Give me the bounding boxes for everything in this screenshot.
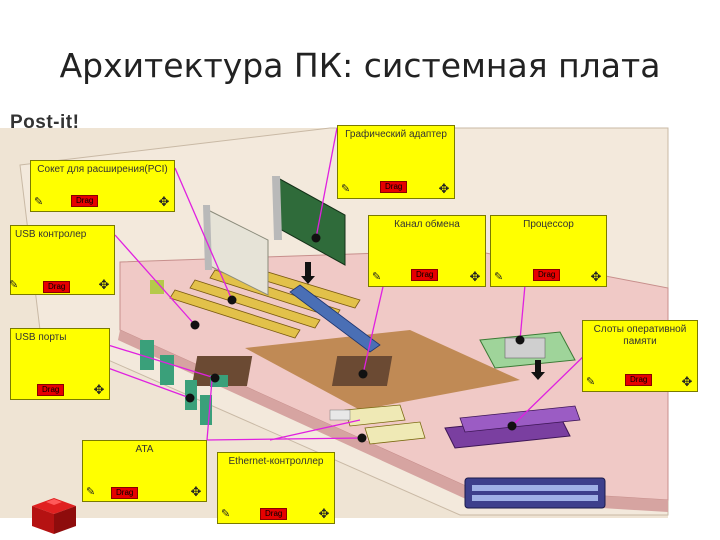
drag-button[interactable]: Drag xyxy=(71,195,99,207)
note-label: Слоты оперативной памяти xyxy=(593,324,687,347)
pushpin-icon[interactable]: ✎ xyxy=(372,271,382,283)
drag-button[interactable]: Drag xyxy=(533,269,561,281)
usb-controller-chip xyxy=(150,280,164,294)
brand-logo-text: Post-it! xyxy=(10,112,80,133)
note-label: Ethernet-контроллер xyxy=(228,456,324,467)
drag-button[interactable]: Drag xyxy=(380,181,408,193)
arrow-down-icon xyxy=(301,262,315,284)
move-icon[interactable]: ✥ xyxy=(93,382,105,397)
move-icon[interactable]: ✥ xyxy=(190,484,202,499)
move-icon[interactable]: ✥ xyxy=(98,277,110,292)
note-processor[interactable]: Процессор Drag ✎ ✥ xyxy=(490,215,607,287)
move-icon[interactable]: ✥ xyxy=(590,269,602,284)
move-icon[interactable]: ✥ xyxy=(318,506,330,521)
pushpin-icon[interactable]: ✎ xyxy=(86,486,96,498)
arrow-down-icon xyxy=(531,360,545,380)
note-ata[interactable]: ATA Drag ✎ ✥ xyxy=(82,440,207,502)
northbridge xyxy=(191,356,253,386)
ata-connector-1 xyxy=(344,404,406,427)
move-icon[interactable]: ✥ xyxy=(681,374,693,389)
note-label: USB порты xyxy=(15,332,67,343)
drag-button[interactable]: Drag xyxy=(37,384,65,396)
note-exchange-channel[interactable]: Канал обмена Drag ✎ ✥ xyxy=(368,215,486,287)
channel-chip xyxy=(329,409,351,421)
note-graphics-adapter[interactable]: Графический адаптер Drag ✎ ✥ xyxy=(337,125,455,199)
red-block-mascot xyxy=(32,498,76,534)
note-usb-controller[interactable]: USB контролер Drag ✎ ✥ xyxy=(9,225,115,295)
cpu-chip xyxy=(504,337,546,359)
pushpin-icon[interactable]: ✎ xyxy=(341,183,351,195)
note-ram-slots[interactable]: Слоты оперативной памяти Drag ✎ ✥ xyxy=(582,320,698,392)
drag-button[interactable]: Drag xyxy=(411,269,439,281)
pushpin-icon[interactable]: ✎ xyxy=(34,196,44,208)
pushpin-icon[interactable]: ✎ xyxy=(9,279,19,291)
note-label: Сокет для расширения(PCI) xyxy=(37,164,168,175)
note-label: Графический адаптер xyxy=(345,129,447,140)
move-icon[interactable]: ✥ xyxy=(438,181,450,196)
drag-button[interactable]: Drag xyxy=(625,374,653,386)
note-label: ATA xyxy=(135,444,154,455)
pushpin-icon[interactable]: ✎ xyxy=(494,271,504,283)
graphics-bracket xyxy=(272,176,282,240)
note-label: Канал обмена xyxy=(394,219,460,230)
ata-connector-2 xyxy=(364,421,426,445)
slide-title: Архитектура ПК: системная плата xyxy=(59,46,661,85)
pushpin-icon[interactable]: ✎ xyxy=(221,508,231,520)
note-pci-socket[interactable]: Сокет для расширения(PCI) Drag ✎ ✥ xyxy=(30,160,175,212)
target-dots xyxy=(185,233,525,443)
drag-button[interactable]: Drag xyxy=(111,487,139,499)
move-icon[interactable]: ✥ xyxy=(469,269,481,284)
note-usb-ports[interactable]: USB порты Drag ✥ xyxy=(10,328,110,400)
drag-button[interactable]: Drag xyxy=(43,281,71,293)
note-label: Процессор xyxy=(523,219,574,230)
pushpin-icon[interactable]: ✎ xyxy=(586,376,596,388)
agp-slot xyxy=(289,284,381,353)
drag-button[interactable]: Drag xyxy=(260,508,288,520)
note-ethernet-controller[interactable]: Ethernet-контроллер Drag ✎ ✥ xyxy=(217,452,335,524)
expansion-bracket xyxy=(203,205,212,270)
ram-module xyxy=(464,477,606,509)
note-label: USB контролер xyxy=(15,229,87,240)
move-icon[interactable]: ✥ xyxy=(158,194,170,209)
